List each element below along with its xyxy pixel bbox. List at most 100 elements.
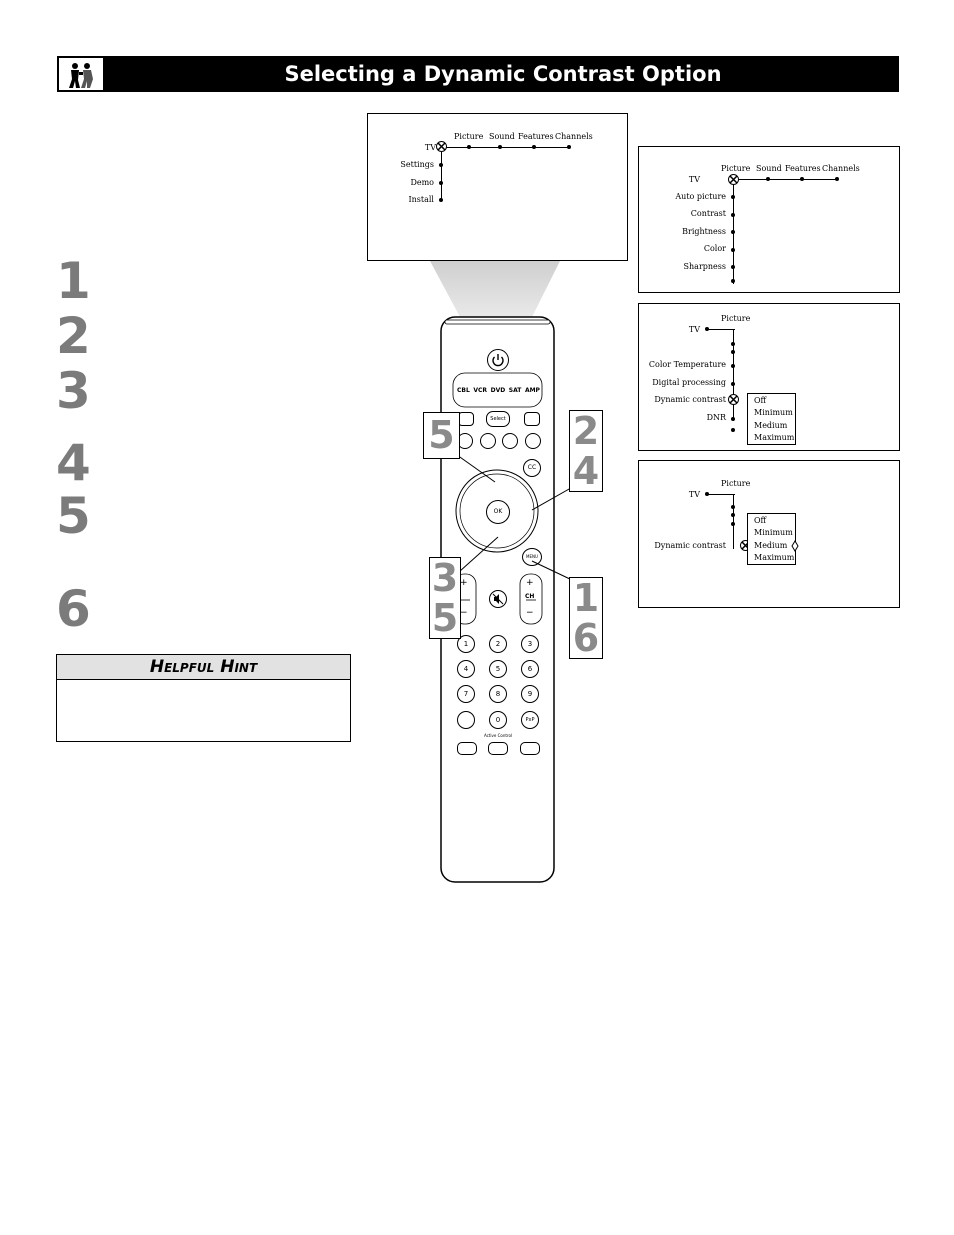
channel-down-button[interactable]: −: [526, 608, 534, 618]
digit-5-button[interactable]: 5: [489, 660, 507, 678]
menu-root-tv: TV: [688, 175, 700, 184]
menu-item-install: Install: [408, 195, 434, 204]
callout-steps-1-6: 1 6: [569, 577, 603, 659]
menu-root-tv: TV: [688, 490, 700, 499]
select-button[interactable]: Select: [486, 411, 510, 427]
volume-up-button[interactable]: +: [460, 578, 468, 588]
tv-menu-screen-dynamic-contrast: Picture TV Color Temperature Digital pro…: [638, 303, 900, 451]
screen-beam: [430, 261, 560, 317]
menu-item-sound: Sound: [489, 132, 515, 141]
menu-item-dynamic-contrast: Dynamic contrast: [654, 395, 726, 404]
stop-button[interactable]: [480, 433, 496, 449]
menu-item-picture: Picture: [454, 132, 484, 141]
menu-item-color: Color: [703, 244, 726, 253]
info-button[interactable]: [457, 711, 475, 729]
digit-3-button[interactable]: 3: [521, 635, 539, 653]
option-off: Off: [754, 396, 767, 405]
source-sat-button[interactable]: SAT: [508, 387, 522, 394]
digit-4-button[interactable]: 4: [457, 660, 475, 678]
callout-digit: 4: [572, 449, 600, 493]
tv-menu-screen-main: Picture Sound Features Channels TV Setti…: [367, 113, 628, 261]
digit-8-button[interactable]: 8: [489, 685, 507, 703]
volume-down-button[interactable]: −: [460, 608, 468, 618]
cursor-icon: [728, 174, 739, 185]
menu-root-tv: TV: [688, 325, 700, 334]
surf-button[interactable]: [520, 742, 540, 755]
menu-item-contrast: Contrast: [690, 209, 726, 218]
digit-7-button[interactable]: 7: [457, 685, 475, 703]
digit-2-button[interactable]: 2: [489, 635, 507, 653]
format-button[interactable]: [524, 412, 540, 426]
menu-item-auto-picture: Auto picture: [675, 192, 726, 201]
source-amp-button[interactable]: AMP: [524, 387, 540, 394]
step-number-5: 5: [56, 487, 91, 545]
helpful-hint-box: Helpful Hint: [56, 654, 351, 742]
tv-menu-screen-medium-selected: Picture TV Dynamic contrast Off Minimum …: [638, 460, 900, 608]
input-button[interactable]: [458, 412, 474, 426]
cursor-icon: [436, 141, 447, 152]
pxp-button[interactable]: PxP: [521, 711, 539, 729]
menu-item-sound: Sound: [756, 164, 782, 173]
source-vcr-button[interactable]: VCR: [473, 387, 488, 394]
menu-item-settings: Settings: [400, 160, 434, 169]
menu-item-features: Features: [518, 132, 554, 141]
digit-6-button[interactable]: 6: [521, 660, 539, 678]
menu-item-picture: Picture: [721, 164, 751, 173]
step-number-4: 4: [56, 434, 91, 492]
dynamic-contrast-options: Off Minimum Medium Maximum: [747, 513, 796, 565]
fastforward-button[interactable]: [525, 433, 541, 449]
helpful-hint-title: Helpful Hint: [57, 655, 350, 680]
option-off: Off: [754, 516, 767, 525]
menu-item-dynamic-contrast: Dynamic contrast: [654, 541, 726, 550]
menu-item-picture: Picture: [721, 314, 751, 323]
digit-1-button[interactable]: 1: [457, 635, 475, 653]
callout-digit: 5: [428, 413, 455, 457]
step-number-6: 6: [56, 580, 91, 638]
option-minimum: Minimum: [754, 408, 793, 417]
menu-item-channels: Channels: [555, 132, 593, 141]
picture-format-button[interactable]: [457, 742, 477, 755]
menu-item-features: Features: [785, 164, 821, 173]
callout-digit: 3: [431, 556, 459, 600]
callout-digit: 6: [572, 616, 600, 660]
callout-digit: 2: [572, 409, 600, 453]
power-icon: [492, 354, 504, 367]
option-minimum: Minimum: [754, 528, 793, 537]
cursor-icon: [728, 394, 739, 405]
menu-item-sharpness: Sharpness: [683, 262, 726, 271]
remote-control: CBL VCR DVD SAT AMP Select CC OK MENU + …: [440, 316, 556, 884]
channel-label: CH: [525, 593, 535, 600]
callout-digit: 1: [572, 576, 600, 620]
step-number-2: 2: [56, 307, 91, 365]
digit-0-button[interactable]: 0: [489, 711, 507, 729]
menu-button[interactable]: MENU: [522, 548, 542, 566]
menu-item-digital-processing: Digital processing: [652, 378, 726, 387]
callout-steps-2-4: 2 4: [569, 410, 603, 492]
channel-up-button[interactable]: +: [526, 578, 534, 588]
menu-item-brightness: Brightness: [682, 227, 726, 236]
mute-button[interactable]: [489, 590, 507, 608]
source-cbl-button[interactable]: CBL: [457, 387, 470, 394]
callout-steps-3-5: 3 5: [429, 557, 461, 639]
option-maximum: Maximum: [754, 433, 795, 442]
menu-item-color-temperature: Color Temperature: [648, 360, 726, 369]
section-header: Selecting a Dynamic Contrast Option: [57, 56, 899, 92]
digit-9-button[interactable]: 9: [521, 685, 539, 703]
option-medium: Medium: [754, 421, 788, 430]
dynamic-contrast-options: Off Minimum Medium Maximum: [747, 393, 796, 445]
menu-root-tv: TV: [424, 143, 436, 152]
callout-digit: 5: [431, 596, 459, 640]
source-buttons: CBL VCR DVD SAT AMP: [457, 387, 540, 399]
step-number-3: 3: [56, 362, 91, 420]
mute-icon: [492, 593, 504, 605]
source-dvd-button[interactable]: DVD: [490, 387, 506, 394]
menu-item-picture: Picture: [721, 479, 751, 488]
play-button[interactable]: [502, 433, 518, 449]
active-control-button[interactable]: [488, 742, 508, 755]
menu-item-channels: Channels: [822, 164, 860, 173]
power-button[interactable]: [487, 349, 509, 371]
ok-button[interactable]: OK: [486, 500, 510, 524]
cc-button[interactable]: CC: [523, 459, 541, 477]
step-number-1: 1: [56, 252, 91, 310]
menu-item-demo: Demo: [410, 178, 434, 187]
